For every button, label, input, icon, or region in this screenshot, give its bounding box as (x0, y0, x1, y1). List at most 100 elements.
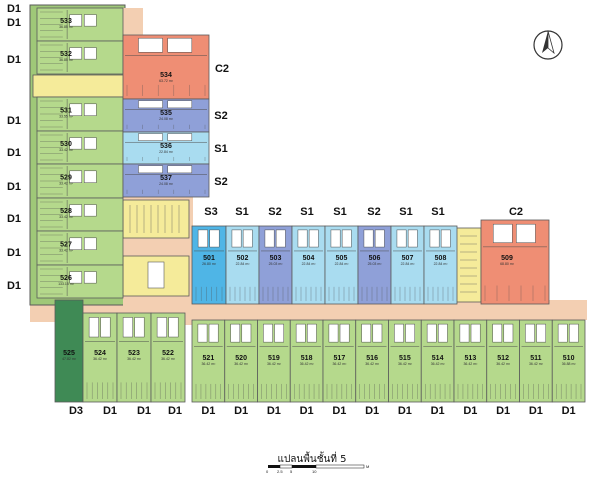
unit-number: 534 (160, 72, 172, 79)
unit-type-label: C2 (215, 63, 229, 75)
unit-number: 509 (501, 255, 513, 262)
unit-area: 22.84 m² (159, 150, 174, 154)
unit-area: 22.84 m² (335, 262, 350, 266)
unit-area: 36.42 m² (431, 362, 446, 366)
unit-number: 520 (235, 355, 247, 362)
unit-area: 33.42 m² (59, 215, 74, 219)
unit-type-label: D1 (463, 405, 477, 417)
unit-type-label: D3 (69, 405, 83, 417)
unit-number: 510 (563, 355, 575, 362)
floor-title: แปลนพื้นชั้นที่ 5 (278, 451, 347, 465)
unit-number: 504 (303, 255, 315, 262)
unit-type-label: S2 (214, 176, 227, 188)
unit-type-label: D1 (365, 405, 379, 417)
unit-type-label: S1 (235, 206, 248, 218)
unit-type-label: D1 (7, 17, 21, 29)
unit-area: 36.42 m² (496, 362, 511, 366)
unit-type-label: D1 (562, 405, 576, 417)
unit-number: 519 (268, 355, 280, 362)
unit-type-label: D1 (300, 405, 314, 417)
unit-type-label: S2 (268, 206, 281, 218)
unit-type-label: D1 (7, 213, 21, 225)
unit-type-label: C2 (509, 206, 523, 218)
unit-number: 529 (60, 174, 72, 181)
unit-type-label: S1 (431, 206, 444, 218)
unit-area: 22.84 m² (302, 262, 317, 266)
scale-tick-label: 2.5 (277, 469, 283, 474)
unit-area: 24.08 m² (159, 117, 174, 121)
north-arrow-icon (533, 30, 563, 60)
unit-type-label: D1 (7, 280, 21, 292)
unit-type-label: D1 (7, 54, 21, 66)
unit-type-label: S1 (214, 143, 227, 155)
unit-type-label: D1 (137, 405, 151, 417)
unit-area: 36.42 m² (267, 362, 282, 366)
unit-area: 22.84 m² (236, 262, 251, 266)
unit-number: 528 (60, 208, 72, 215)
unit-number: 507 (402, 255, 414, 262)
unit-number: 532 (60, 51, 72, 58)
unit-area: 36.85 m² (59, 58, 74, 62)
unit-number: 536 (160, 143, 172, 150)
scale-bar: 0 2.5 5 10 M (266, 464, 369, 474)
unit-number: 502 (237, 255, 249, 262)
unit-type-label: D1 (267, 405, 281, 417)
unit-type-label: D1 (7, 115, 21, 127)
unit-area: 36.42 m² (234, 362, 249, 366)
unit-number: 503 (270, 255, 282, 262)
unit-area: 36.42 m² (463, 362, 478, 366)
unit-type-label: D1 (431, 405, 445, 417)
unit-area: 36.88 m² (562, 362, 577, 366)
unit-number: 508 (435, 255, 447, 262)
unit-number: 506 (369, 255, 381, 262)
unit-type-label: S3 (204, 206, 217, 218)
unit-type-label: S1 (399, 206, 412, 218)
unit-type-label: D1 (496, 405, 510, 417)
unit-area: 33.42 m² (59, 181, 74, 185)
unit-area: 36.42 m² (93, 357, 108, 361)
unit-type-label: D1 (7, 181, 21, 193)
unit-number: 522 (162, 350, 174, 357)
unit-type-label: D1 (7, 147, 21, 159)
unit-number: 537 (160, 175, 172, 182)
unit-type-label: D1 (398, 405, 412, 417)
unit-area: 25.03 m² (368, 262, 383, 266)
unit-type-label: D1 (234, 405, 248, 417)
unit-number: 512 (497, 355, 509, 362)
unit-area: 36.42 m² (300, 362, 315, 366)
unit-number: 530 (60, 141, 72, 148)
unit-number: 505 (336, 255, 348, 262)
scale-tick-label: 5 (290, 469, 293, 474)
unit-type-label: D1 (332, 405, 346, 417)
unit-area: 133.15 m² (58, 282, 75, 286)
unit-number: 518 (301, 355, 313, 362)
unit-area: 36.42 m² (332, 362, 347, 366)
unit-type-label: D1 (7, 3, 21, 15)
unit-area: 36.85 m² (59, 25, 74, 29)
unit-number: 523 (128, 350, 140, 357)
unit-area: 47.82 m² (62, 357, 77, 361)
